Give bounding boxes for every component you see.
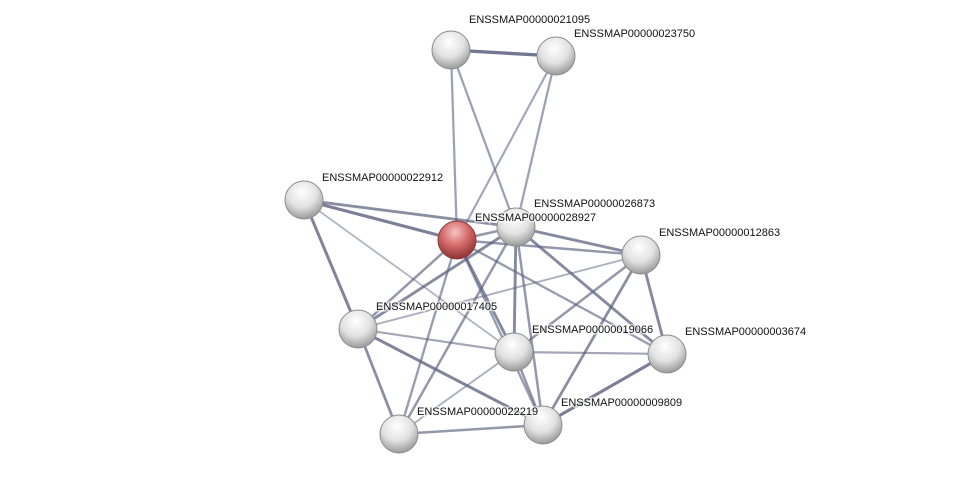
network-node[interactable] [431,30,471,70]
node-label: ENSSMAP00000017405 [376,301,497,313]
node-label: ENSSMAP00000023750 [574,28,695,40]
edge-A-E[interactable] [449,49,518,228]
network-node[interactable] [284,180,324,220]
edge-E-I[interactable] [515,225,668,356]
network-node[interactable] [496,207,536,247]
network-node[interactable] [338,309,378,349]
node-label: ENSSMAP00000021095 [469,14,590,26]
edge-B-D[interactable] [456,55,557,241]
node-label: ENSSMAP00000022219 [417,406,538,418]
edge-C-H[interactable] [303,199,515,353]
edge-D-G[interactable] [357,239,458,330]
node-label: ENSSMAP00000026873 [534,198,655,210]
edge-C-D[interactable] [303,198,458,242]
edge-E-J[interactable] [397,226,518,435]
edge-C-E[interactable] [303,198,517,229]
query-node[interactable] [437,220,477,260]
edge-E-G[interactable] [357,225,517,331]
node-label: ENSSMAP00000012863 [659,227,780,239]
edge-D-I[interactable] [456,238,668,356]
edge-E-H[interactable] [512,226,518,353]
edge-A-D[interactable] [449,49,459,241]
node-label: ENSSMAP00000019066 [532,324,653,336]
edge-E-F[interactable] [515,225,642,257]
network-node[interactable] [536,36,576,76]
edge-F-K[interactable] [541,254,643,426]
network-node[interactable] [523,405,563,445]
edge-B-E[interactable] [514,55,558,228]
edge-D-F[interactable] [456,238,642,257]
node-label: ENSSMAP00000003674 [685,326,806,338]
edge-H-I[interactable] [513,350,668,356]
node-label: ENSSMAP00000009809 [561,397,682,409]
edge-G-H[interactable] [357,327,515,354]
edge-J-K[interactable] [398,423,544,436]
node-label: ENSSMAP00000022912 [322,172,443,184]
edge-D-K[interactable] [455,239,545,426]
edge-F-G[interactable] [357,254,642,330]
edge-C-G[interactable] [302,199,360,330]
network-node[interactable] [379,414,419,454]
edge-F-H[interactable] [513,254,642,353]
node-label: ENSSMAP00000028927 [475,212,596,224]
edge-H-J[interactable] [398,351,515,435]
network-node[interactable] [647,334,687,374]
edge-E-K[interactable] [514,226,545,426]
network-node[interactable] [621,235,661,275]
network-node[interactable] [494,332,534,372]
edge-K-I[interactable] [542,352,668,427]
edge-G-K[interactable] [357,327,544,427]
